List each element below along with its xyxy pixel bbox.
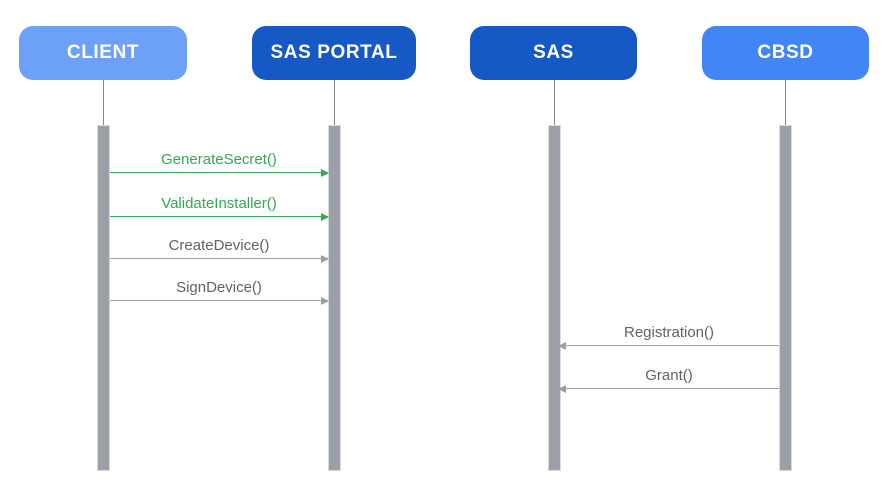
lifeline-sas bbox=[554, 80, 555, 125]
actor-label-sas-portal: SAS PORTAL bbox=[270, 42, 398, 63]
message-label: Registration() bbox=[623, 324, 715, 341]
arrowhead-left-icon bbox=[558, 385, 566, 393]
message-validate-installer: ValidateInstaller() bbox=[110, 195, 329, 221]
message-label: SignDevice() bbox=[176, 279, 262, 296]
message-arrow bbox=[558, 385, 779, 393]
message-label: Grant() bbox=[645, 367, 693, 384]
actor-label-client: CLIENT bbox=[66, 42, 140, 63]
arrowhead-right-icon bbox=[321, 255, 329, 263]
activation-bar-sas bbox=[548, 125, 561, 471]
lifeline-sas-portal bbox=[334, 80, 335, 125]
message-sign-device: SignDevice() bbox=[110, 279, 329, 305]
activation-bar-cbsd bbox=[779, 125, 792, 471]
message-label: GenerateSecret() bbox=[161, 151, 277, 168]
actor-box-client: CLIENT bbox=[19, 26, 187, 80]
message-create-device: CreateDevice() bbox=[110, 237, 329, 263]
actor-label-cbsd: CBSD bbox=[757, 42, 814, 63]
actor-label-sas: SAS bbox=[533, 42, 574, 63]
lifeline-cbsd bbox=[785, 80, 786, 125]
message-arrow bbox=[558, 342, 779, 350]
arrowhead-right-icon bbox=[321, 213, 329, 221]
message-registration: Registration() bbox=[558, 324, 779, 350]
message-arrow bbox=[110, 169, 329, 177]
actor-box-cbsd: CBSD bbox=[702, 26, 869, 80]
arrowhead-left-icon bbox=[558, 342, 566, 350]
activation-bar-sas-portal bbox=[328, 125, 341, 471]
message-arrow bbox=[110, 213, 329, 221]
lifeline-client bbox=[103, 80, 104, 125]
message-grant: Grant() bbox=[558, 367, 779, 393]
message-label: ValidateInstaller() bbox=[161, 195, 277, 212]
arrowhead-right-icon bbox=[321, 169, 329, 177]
message-generate-secret: GenerateSecret() bbox=[110, 151, 329, 177]
activation-bar-client bbox=[97, 125, 110, 471]
actor-box-sas-portal: SAS PORTAL bbox=[252, 26, 416, 80]
arrowhead-right-icon bbox=[321, 297, 329, 305]
actor-box-sas: SAS bbox=[470, 26, 637, 80]
message-label: CreateDevice() bbox=[168, 237, 270, 254]
message-arrow bbox=[110, 297, 329, 305]
message-arrow bbox=[110, 255, 329, 263]
